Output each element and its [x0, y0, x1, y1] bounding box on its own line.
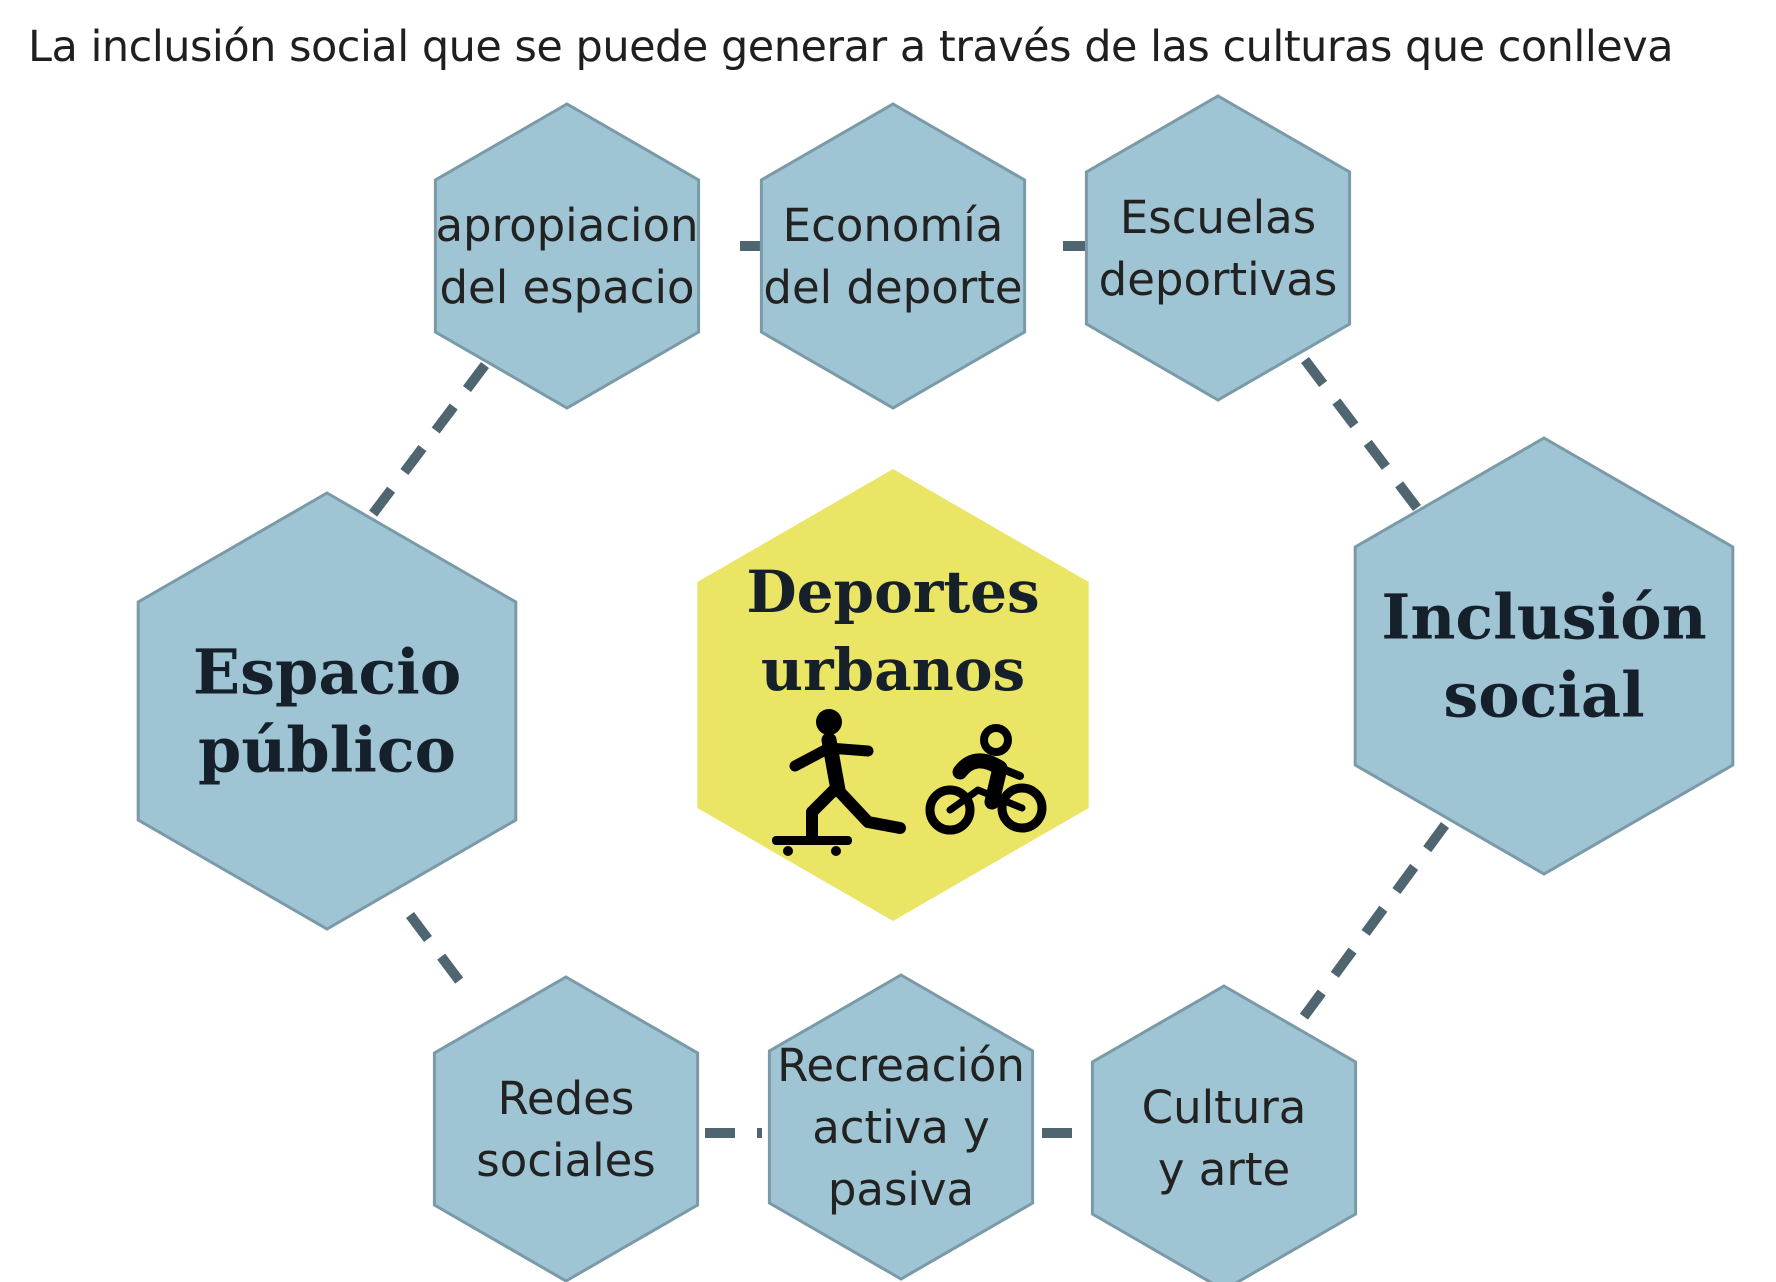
- center-label-0: Deportes: [746, 558, 1039, 626]
- hex-label-escuelas-1: deportivas: [1099, 253, 1338, 306]
- hexagon-shape: [1353, 436, 1735, 876]
- hex-label-espacio-1: público: [198, 714, 456, 787]
- hex-label-economia-0: Economía: [783, 199, 1004, 252]
- hex-label-cultura-0: Cultura: [1142, 1081, 1307, 1134]
- hex-node-apropiacion: apropiacion del espacio: [433, 102, 701, 410]
- hexagon-shape: [1084, 94, 1352, 402]
- hex-node-redes: Redes sociales: [432, 975, 700, 1282]
- connector-apropiacion-espacio: [368, 361, 489, 519]
- connector-escuelas-inclusion: [1301, 356, 1421, 512]
- hexagon-shape: [759, 102, 1027, 410]
- hexagon-shape: [767, 973, 1035, 1281]
- skateboarder-icon: [772, 709, 906, 856]
- hexagon-shape: [136, 491, 518, 931]
- hex-label-apropiacion-1: del espacio: [439, 261, 694, 314]
- connector-espacio-redes: [406, 912, 474, 998]
- hex-label-economia-1: del deporte: [763, 261, 1022, 314]
- hexagon-shape: [1090, 984, 1358, 1282]
- hex-label-cultura-1: y arte: [1158, 1143, 1290, 1196]
- center-label-1: urbanos: [761, 636, 1025, 704]
- hexagons: apropiacion del espacio Economía del deport…: [136, 94, 1735, 1282]
- hex-node-cultura: Cultura y arte: [1090, 984, 1358, 1282]
- hex-label-escuelas-0: Escuelas: [1120, 191, 1316, 244]
- connector-inclusion-cultura: [1295, 822, 1450, 1025]
- hexagon-shape: [433, 102, 701, 410]
- hex-label-inclusion-0: Inclusión: [1381, 581, 1706, 654]
- cyclist-icon: [925, 724, 1047, 835]
- hex-node-escuelas: Escuelas deportivas: [1084, 94, 1352, 402]
- hex-label-apropiacion-0: apropiacion: [435, 199, 698, 252]
- hex-label-recreacion-2: pasiva: [828, 1163, 974, 1216]
- hex-label-recreacion-0: Recreación: [777, 1039, 1025, 1092]
- hex-label-recreacion-1: activa y: [812, 1101, 990, 1154]
- hex-label-redes-1: sociales: [476, 1134, 655, 1187]
- hex-label-redes-0: Redes: [498, 1072, 635, 1125]
- connectors: [368, 241, 1450, 1138]
- hex-node-economia: Economía del deporte: [759, 102, 1027, 410]
- diagram-title: La inclusión social que se puede generar…: [28, 22, 1674, 72]
- center-hexagon: Deportes urbanos: [697, 469, 1089, 921]
- hex-node-recreacion: Recreación activa y pasiva: [767, 973, 1035, 1281]
- hex-label-espacio-0: Espacio: [193, 636, 461, 709]
- hexagon-shape: [432, 975, 700, 1282]
- hex-label-inclusion-1: social: [1443, 659, 1644, 732]
